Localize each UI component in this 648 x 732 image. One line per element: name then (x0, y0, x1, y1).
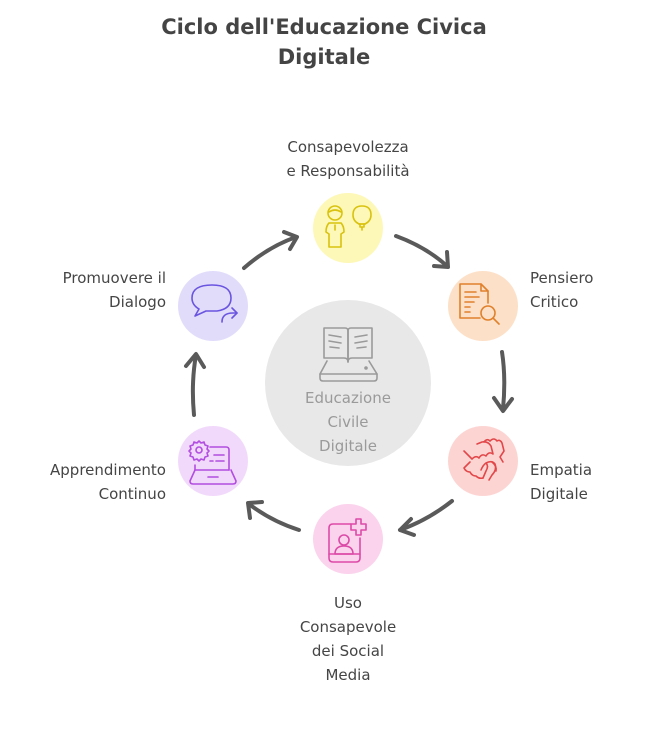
profile-add-icon (328, 518, 367, 563)
center-label-line-1: Educazione (305, 389, 391, 407)
center-label: Educazione Civile Digitale (268, 386, 428, 458)
step-label-apprendimento: Apprendimento Continuo (50, 461, 166, 503)
book-on-tablet-icon (319, 327, 378, 382)
title-line-1: Ciclo dell'Educazione Civica (161, 15, 487, 39)
step-circle-consapevolezza (313, 193, 383, 263)
step-label-consapevolezza: Consapevolezza e Responsabilità (286, 138, 410, 180)
step-circle-empatia (448, 426, 518, 496)
speech-bubbles-icon (191, 284, 238, 323)
arrow-apprendimento-to-dialogo (184, 352, 206, 417)
arrow-consapevolezza-to-pensiero (394, 234, 450, 269)
person-lightbulb-icon (325, 205, 372, 248)
step-circle-pensiero (448, 271, 518, 341)
diagram-title: Ciclo dell'Educazione Civica Digitale (0, 12, 648, 72)
arrow-empatia-to-social (398, 499, 454, 537)
step-label-empatia: Empatia Digitale (530, 461, 593, 503)
arrow-pensiero-to-empatia (492, 350, 514, 413)
step-circle-dialogo (178, 271, 248, 341)
step-circle-social (313, 504, 383, 574)
step-label-pensiero: Pensiero Critico (530, 269, 594, 311)
step-label-social: Uso Consapevole dei Social Media (299, 594, 397, 684)
cycle-arrows (184, 230, 514, 537)
clasped-hands-icon (463, 438, 505, 481)
arrow-social-to-apprendimento (246, 500, 301, 532)
title-line-2: Digitale (277, 45, 371, 69)
center-label-line-2: Civile (327, 413, 369, 431)
step-label-dialogo: Promuovere il Dialogo (62, 269, 166, 311)
laptop-gear-icon (188, 440, 237, 485)
center-label-line-3: Digitale (319, 437, 377, 455)
arrow-dialogo-to-consapevolezza (242, 230, 299, 270)
document-search-icon (459, 283, 500, 325)
center-circle (265, 300, 431, 466)
